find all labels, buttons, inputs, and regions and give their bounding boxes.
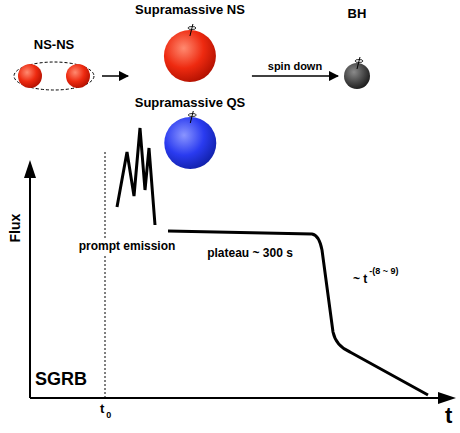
transition-arrow xyxy=(252,75,338,77)
prompt-emission-curve xyxy=(117,128,155,225)
star-node: Supramassive QS xyxy=(131,95,250,171)
star-node: BH xyxy=(341,6,373,90)
chart-label: ~ t xyxy=(352,273,368,287)
sphere xyxy=(164,117,216,169)
x-axis xyxy=(30,397,440,399)
star-node: NS-NS xyxy=(9,37,99,91)
spin-arrow xyxy=(355,60,363,63)
spin-axis xyxy=(190,24,193,36)
star-sphere xyxy=(341,62,373,90)
spin-arrow xyxy=(188,114,196,117)
star-sphere xyxy=(131,115,250,171)
star-label: Supramassive NS xyxy=(131,2,249,18)
chart-label: t xyxy=(444,403,453,428)
orbit-path xyxy=(14,62,94,90)
sphere xyxy=(18,64,42,88)
sphere xyxy=(164,30,216,82)
star-label: NS-NS xyxy=(9,37,99,53)
spin-axis xyxy=(190,111,193,123)
y-axis xyxy=(29,176,31,398)
chart-label: SGRB xyxy=(34,369,88,390)
sphere xyxy=(66,64,90,88)
spin-axis xyxy=(357,57,360,69)
star-sphere xyxy=(131,28,249,84)
chart-label: plateau ~ 300 s xyxy=(206,247,294,261)
chart-label: prompt emission xyxy=(78,240,177,254)
star-label: BH xyxy=(341,6,373,22)
star-sphere xyxy=(9,61,99,91)
edge-label: spin down xyxy=(267,60,323,73)
plateau-decay-curve xyxy=(168,231,428,395)
transition-arrow xyxy=(102,75,128,77)
star-node: Supramassive NS xyxy=(131,2,249,84)
chart-label: Flux xyxy=(7,213,23,244)
star-label: Supramassive QS xyxy=(131,95,250,111)
y-axis-arrowhead xyxy=(24,160,36,178)
spin-arrow xyxy=(188,27,196,30)
x-axis-arrowhead xyxy=(438,392,456,404)
t0-marker-line xyxy=(105,152,106,397)
chart-label: 0 xyxy=(105,410,112,420)
chart-label: -(8 ~ 9) xyxy=(368,266,399,276)
sphere xyxy=(344,63,370,89)
